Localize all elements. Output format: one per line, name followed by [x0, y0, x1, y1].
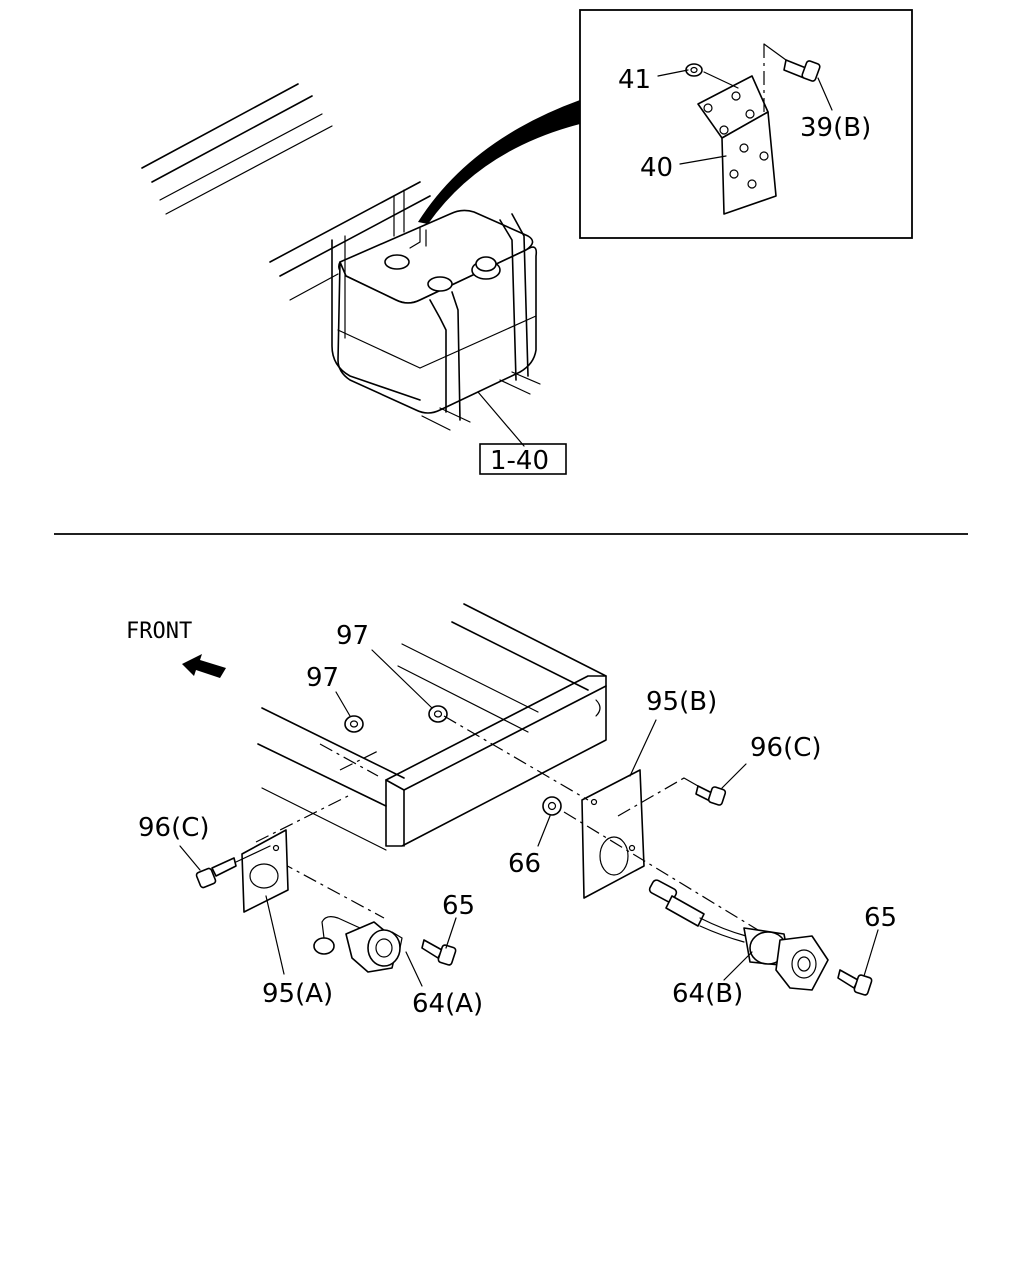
bolt-96c-left — [195, 857, 237, 889]
label-front: FRONT — [126, 619, 192, 644]
frame-rails-top — [141, 83, 431, 301]
label-40: 40 — [640, 153, 673, 183]
bolt-39b — [783, 59, 821, 82]
label-1-40: 1-40 — [490, 446, 549, 476]
connector-64a — [313, 916, 403, 973]
ref-box-1-40 — [479, 443, 567, 475]
bolt-96c-right — [695, 785, 727, 806]
label-96c-right: 96(C) — [750, 733, 822, 763]
label-39b: 39(B) — [800, 113, 871, 143]
frame-crossmember — [257, 603, 607, 851]
nut-97-right — [428, 705, 448, 723]
nut-66 — [542, 796, 562, 816]
label-95a: 95(A) — [262, 979, 333, 1009]
label-95b: 95(B) — [646, 687, 717, 717]
nut-97-left — [344, 715, 364, 733]
fuel-tank — [331, 209, 541, 431]
label-96c-left: 96(C) — [138, 813, 210, 843]
label-64a: 64(A) — [412, 989, 483, 1019]
bolt-65-right — [837, 969, 873, 996]
bolt-65-left — [421, 939, 457, 966]
label-65-right: 65 — [864, 903, 897, 933]
front-arrow-icon — [182, 654, 226, 678]
plate-95a — [241, 829, 289, 913]
connector-64b — [648, 879, 829, 991]
label-41: 41 — [618, 65, 651, 95]
label-97-top: 97 — [336, 621, 369, 651]
label-65-left: 65 — [442, 891, 475, 921]
plate-95b — [581, 769, 645, 899]
label-64b: 64(B) — [672, 979, 743, 1009]
detail-inset-box — [579, 9, 913, 239]
callout-sweep — [418, 100, 580, 224]
bracket-40 — [697, 75, 777, 215]
label-97-left: 97 — [306, 663, 339, 693]
nut-41 — [685, 63, 703, 77]
label-66: 66 — [508, 849, 541, 879]
